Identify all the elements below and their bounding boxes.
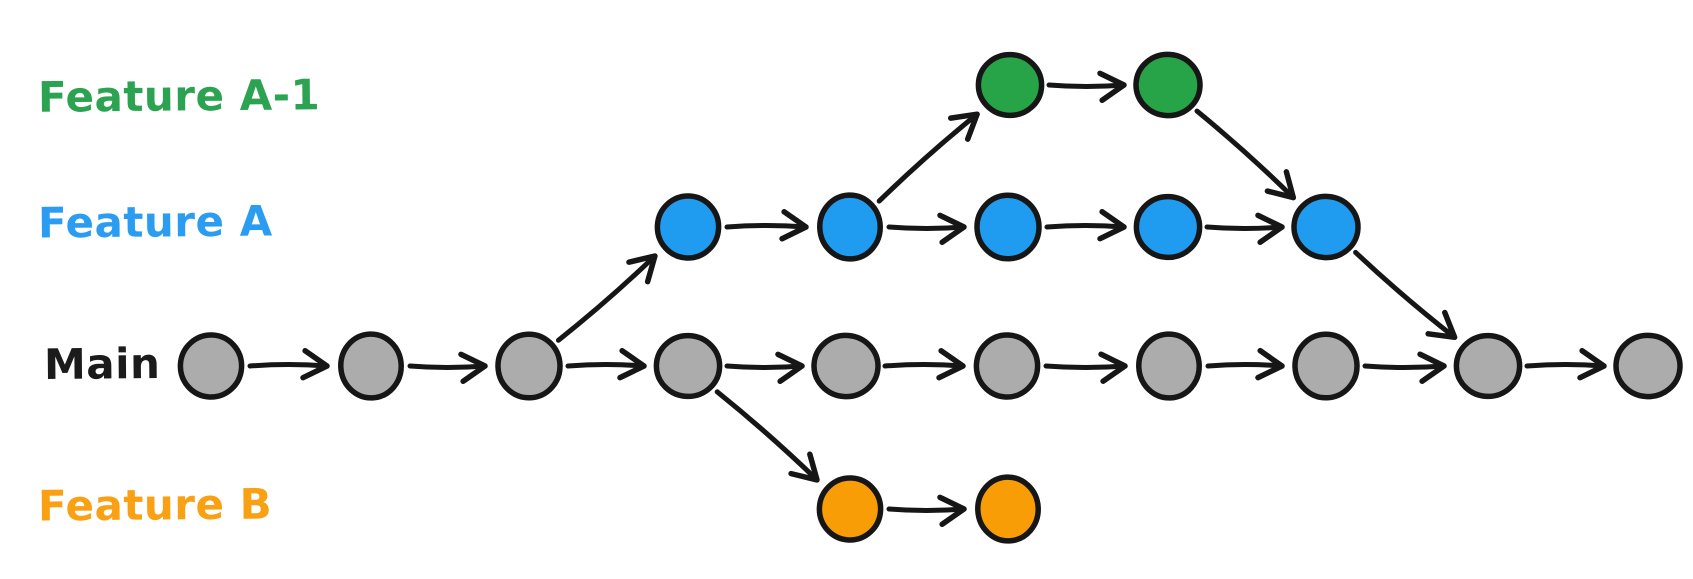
- commit-arrow-feature-a.1-to-feature-a.2: [886, 212, 967, 246]
- commit-node-feature-a-4: [1291, 193, 1361, 261]
- commit-node-feature-b-0: [816, 475, 884, 543]
- commit-arrow-main.3-to-main.4: [724, 351, 805, 385]
- commit-node-main-5: [973, 332, 1041, 400]
- commit-node-feature-a-0: [654, 193, 722, 261]
- commit-arrow-feature-a.0-to-feature-a.1: [724, 209, 809, 242]
- commit-arrow-feature-a.3-to-feature-a.4: [1204, 212, 1285, 246]
- commit-node-main-4: [811, 332, 881, 400]
- commit-arrow-feature-a1.0-to-feature-a1.1: [1046, 70, 1127, 104]
- commit-arrow-main.3-to-feature-b.0: [714, 389, 820, 483]
- commit-node-feature-a1-1: [1133, 51, 1203, 119]
- commit-arrow-main.6-to-main.7: [1205, 347, 1285, 381]
- commit-arrow-feature-a.4-to-main.8: [1353, 249, 1458, 341]
- commit-node-main-0: [177, 332, 245, 400]
- commit-node-main-1: [338, 331, 404, 401]
- commit-node-main-2: [495, 331, 563, 401]
- commit-arrow-main.4-to-main.5: [882, 348, 966, 381]
- commit-arrow-main.2-to-feature-a.0: [555, 253, 658, 343]
- commit-node-main-3: [653, 332, 723, 400]
- commit-arrow-main.1-to-main.2: [407, 351, 488, 385]
- branch-label-feature-b: Feature B: [37, 479, 273, 531]
- commit-node-feature-a-1: [817, 192, 883, 262]
- commit-node-main-6: [1136, 331, 1202, 401]
- branch-label-main: Main: [43, 338, 161, 390]
- commit-node-feature-a-2: [974, 192, 1042, 262]
- commit-arrow-main.5-to-main.6: [1043, 351, 1128, 384]
- commit-node-main-8: [1453, 332, 1523, 400]
- commit-arrow-main.0-to-main.1: [247, 348, 330, 381]
- commit-arrow-main.2-to-main.3: [565, 347, 647, 381]
- commit-arrow-feature-a1.1-to-feature-a.4: [1194, 108, 1297, 201]
- commit-node-feature-a-3: [1133, 193, 1203, 261]
- commit-node-main-9: [1613, 332, 1683, 400]
- commit-arrow-feature-a.2-to-feature-a.3: [1044, 209, 1127, 242]
- branch-label-feature-a1: Feature A-1: [37, 70, 321, 122]
- commit-arrow-feature-b.0-to-feature-b.1: [886, 494, 967, 528]
- commit-node-main-7: [1292, 331, 1360, 401]
- branch-label-feature-a: Feature A: [37, 196, 273, 248]
- commit-node-feature-b-1: [975, 474, 1041, 544]
- commit-arrow-feature-a.1-to-feature-a1.0: [876, 111, 980, 204]
- commit-arrow-main.7-to-main.8: [1362, 351, 1447, 384]
- commit-node-feature-a1-0: [975, 51, 1045, 119]
- commit-arrow-main.8-to-main.9: [1524, 348, 1607, 381]
